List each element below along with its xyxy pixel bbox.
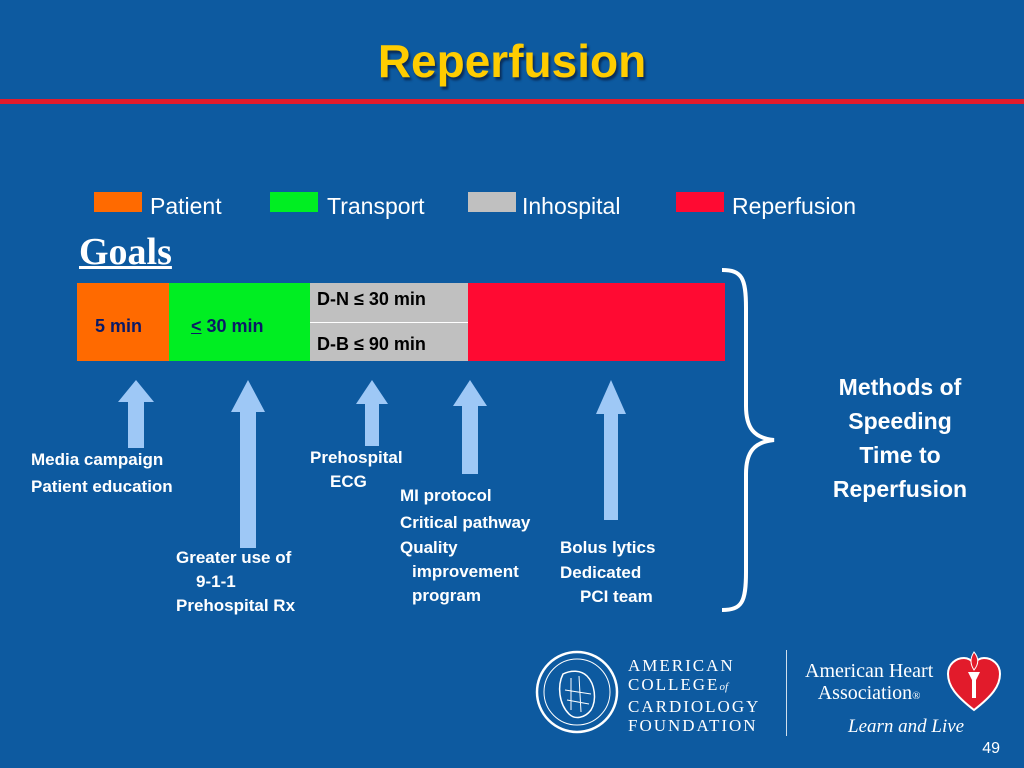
inhospital-methods-text: MI protocol Critical pathway Quality imp…	[400, 482, 530, 608]
legend-label-reperfusion: Reperfusion	[732, 193, 857, 219]
transport-time-label: < 30 min	[191, 316, 264, 337]
arrow-up-icon	[231, 380, 265, 548]
inhospital-divider	[310, 322, 468, 323]
door-to-needle-label: D-N ≤ 30 min	[317, 289, 426, 309]
note-line: Media campaign	[31, 450, 164, 469]
acc-line: CARDIOLOGY	[628, 697, 761, 716]
note-line: Patient education	[31, 477, 173, 496]
arrow-up-icon	[118, 380, 154, 448]
timeline-reperfusion-segment	[468, 283, 725, 361]
transport-methods-text: Greater use of 9-1-1 Prehospital Rx	[176, 546, 295, 618]
methods-line: Methods of	[838, 374, 962, 400]
note-line: Quality	[400, 538, 458, 557]
arrow-up-icon	[356, 380, 388, 446]
reperfusion-methods-text: Bolus lytics Dedicated PCI team	[560, 534, 655, 609]
heart-torch-logo-icon	[946, 651, 1002, 712]
acc-line: AMERICAN	[628, 656, 735, 675]
note-line: Dedicated	[560, 563, 642, 582]
patient-methods-text: Media campaign Patient education	[31, 446, 173, 500]
patient-time-label: 5 min	[95, 316, 143, 336]
aha-wordmark: American Heart Association®	[805, 660, 934, 704]
timeline-inhospital-segment: D-N ≤ 30 min D-B ≤ 90 min	[310, 283, 468, 361]
note-line: Critical pathway	[400, 513, 531, 532]
note-line: MI protocol	[400, 486, 492, 505]
timeline-patient-segment: 5 min	[77, 283, 169, 361]
legend-label-transport: Transport	[327, 193, 425, 219]
timeline-transport-segment: < 30 min	[169, 283, 310, 361]
legend-swatch-transport	[270, 192, 318, 212]
door-to-balloon-label: D-B ≤ 90 min	[317, 334, 426, 354]
aha-line: American Heart	[805, 660, 934, 682]
acc-seal-logo-icon	[535, 650, 619, 734]
methods-line: Time to	[859, 442, 941, 468]
logo-divider	[786, 650, 787, 736]
acc-wordmark: AMERICAN COLLEGEof CARDIOLOGY FOUNDATION	[628, 656, 760, 735]
methods-line: Speeding	[848, 408, 952, 434]
note-line: Bolus lytics	[560, 538, 656, 557]
page-number: 49	[982, 740, 1000, 757]
legend-swatch-reperfusion	[676, 192, 724, 212]
acc-line: COLLEGE	[628, 675, 720, 694]
arrow-up-icon	[453, 380, 487, 474]
note-line: Prehospital Rx	[176, 596, 296, 615]
legend-swatch-patient	[94, 192, 142, 212]
note-line: Greater use of	[176, 548, 292, 567]
goals-heading: Goals	[79, 231, 172, 273]
arrow-up-icon	[596, 380, 626, 520]
legend-label-patient: Patient	[150, 193, 222, 219]
acc-line: FOUNDATION	[628, 716, 758, 735]
aha-tagline: Learn and Live	[848, 716, 965, 737]
methods-heading: Methods of Speeding Time to Reperfusion	[800, 370, 1000, 506]
note-line: Prehospital	[310, 448, 403, 467]
legend-label-inhospital: Inhospital	[522, 193, 621, 219]
transport-time-value: 30 min	[201, 316, 264, 336]
methods-line: Reperfusion	[832, 476, 968, 502]
slide-title: Reperfusion	[377, 35, 647, 87]
less-equal-symbol: <	[191, 316, 202, 336]
legend-swatch-inhospital	[468, 192, 516, 212]
note-line: ECG	[330, 472, 367, 491]
right-brace-icon	[721, 268, 775, 612]
aha-line: Association	[817, 682, 913, 704]
note-line: PCI team	[580, 587, 653, 606]
note-line: improvement	[412, 562, 519, 581]
title-divider	[0, 99, 1024, 104]
prehospital-ecg-text: Prehospital ECG	[310, 446, 403, 494]
note-line: 9-1-1	[196, 572, 236, 591]
note-line: program	[412, 586, 481, 605]
acc-line: of	[719, 681, 728, 693]
